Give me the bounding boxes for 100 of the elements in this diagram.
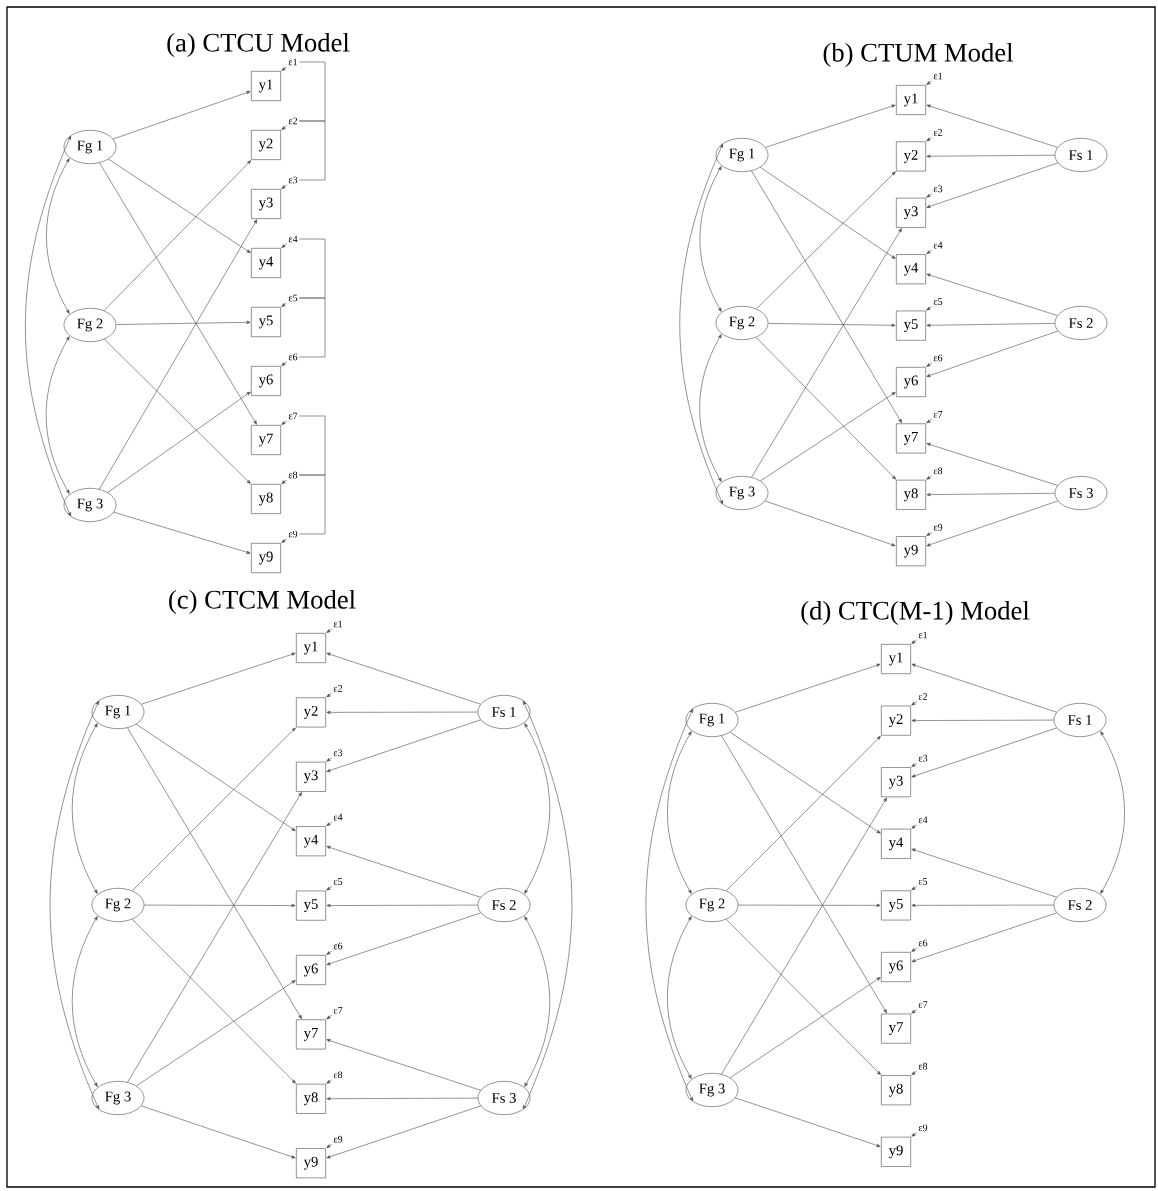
loading-arrow [116, 320, 251, 325]
error-term-label: ε3 [918, 754, 928, 762]
error-term-label: ε3 [333, 749, 343, 757]
error-term-label: ε4 [333, 813, 343, 821]
observed-variable-box: y1 [251, 71, 281, 101]
loading-arrow [326, 719, 481, 772]
loading-arrow [926, 273, 1058, 316]
error-term-label: ε1 [933, 72, 942, 80]
error-arrow [281, 243, 288, 248]
correlation-bracket [298, 238, 326, 299]
error-arrow [926, 80, 933, 85]
observed-variable-box: y6 [896, 367, 926, 397]
error-term-label: ε9 [918, 1124, 928, 1132]
loading-arrow [326, 903, 478, 908]
loading-arrow [104, 338, 251, 484]
error-arrow [326, 886, 333, 891]
loading-arrow [729, 731, 881, 834]
observed-variable-box: y6 [881, 952, 911, 982]
loading-arrow [112, 91, 251, 140]
error-arrow [281, 361, 288, 366]
observed-variable-box: y3 [251, 189, 281, 219]
error-term-label: ε4 [288, 235, 298, 243]
error-arrow [911, 1070, 918, 1076]
error-term-label: ε5 [918, 878, 928, 885]
covariance-arc [1100, 731, 1125, 894]
observed-variable-box: y9 [251, 543, 281, 573]
error-term-label: ε4 [933, 241, 943, 249]
error-arrow [281, 66, 288, 71]
observed-variable-box: y7 [296, 1019, 326, 1050]
loading-arrow [926, 323, 1055, 327]
loading-arrow [107, 391, 251, 493]
loading-arrow [721, 735, 887, 1014]
observed-variable-box: y9 [896, 536, 926, 567]
error-arrow [911, 886, 918, 891]
observed-variable-box: y9 [296, 1148, 326, 1179]
error-term-label: ε7 [288, 412, 298, 420]
loading-arrow [911, 912, 1057, 963]
error-arrow [926, 419, 933, 424]
loading-arrow [99, 219, 258, 490]
error-term-label: ε2 [918, 693, 928, 700]
observed-variable-box: y4 [881, 828, 911, 859]
error-term-label: ε1 [288, 58, 297, 66]
loading-arrow [759, 166, 896, 259]
observed-variable-box: y6 [296, 955, 326, 985]
loading-arrow [141, 1105, 296, 1159]
covariance-arc [71, 723, 98, 894]
error-arrow [281, 420, 288, 425]
error-term-label: ε9 [288, 530, 298, 538]
observed-variable-box: y1 [296, 633, 326, 663]
observed-variable-box: y8 [896, 479, 926, 510]
loading-arrow [136, 980, 296, 1087]
observed-variable-box: y9 [881, 1136, 911, 1167]
error-term-label: ε8 [288, 471, 298, 479]
covariance-arc [45, 336, 70, 494]
loading-arrow [721, 797, 887, 1075]
error-arrow [281, 479, 288, 484]
error-arrow [911, 1132, 918, 1137]
loading-arrow [756, 171, 896, 310]
observed-variable-box: y8 [881, 1075, 911, 1106]
loading-arrow [103, 160, 252, 311]
covariance-arc [667, 731, 692, 894]
error-arrow [911, 762, 918, 768]
error-term-label: ε1 [918, 631, 927, 639]
loading-arrow [141, 652, 296, 705]
error-arrow [926, 249, 933, 255]
observed-variable-box: y5 [881, 890, 911, 921]
observed-variable-box: y8 [296, 1083, 326, 1114]
loading-arrow [926, 442, 1058, 486]
error-arrow [911, 701, 918, 706]
error-term-label: ε9 [933, 523, 943, 531]
error-term-label: ε8 [933, 467, 943, 475]
error-arrow [926, 531, 933, 537]
observed-variable-box: y7 [251, 425, 281, 455]
observed-variable-box: y6 [251, 366, 281, 396]
loading-arrow [765, 104, 896, 148]
correlation-bracket [298, 474, 326, 535]
error-term-label: ε7 [918, 1001, 928, 1008]
error-arrow [326, 628, 333, 633]
observed-variable-box: y3 [881, 767, 911, 798]
error-arrow [926, 475, 933, 480]
error-arrow [926, 306, 933, 311]
loading-arrow [926, 154, 1055, 158]
correlation-bracket [298, 61, 326, 122]
observed-variable-box: y5 [251, 307, 281, 337]
covariance-arc [699, 334, 722, 482]
covariance-arc [679, 143, 724, 505]
loading-arrow [326, 912, 481, 966]
loading-arrow [926, 104, 1058, 148]
error-arrow [326, 1079, 333, 1084]
error-arrow [326, 1015, 333, 1020]
error-arrow [281, 184, 288, 189]
error-term-label: ε8 [918, 1062, 928, 1070]
loading-arrow [725, 735, 881, 892]
error-arrow [281, 538, 288, 543]
correlation-bracket [298, 415, 326, 476]
error-term-label: ε2 [333, 685, 343, 692]
loading-arrow [926, 500, 1059, 547]
loading-arrow [326, 710, 478, 714]
covariance-arc [524, 916, 551, 1087]
loading-arrow [144, 903, 296, 908]
